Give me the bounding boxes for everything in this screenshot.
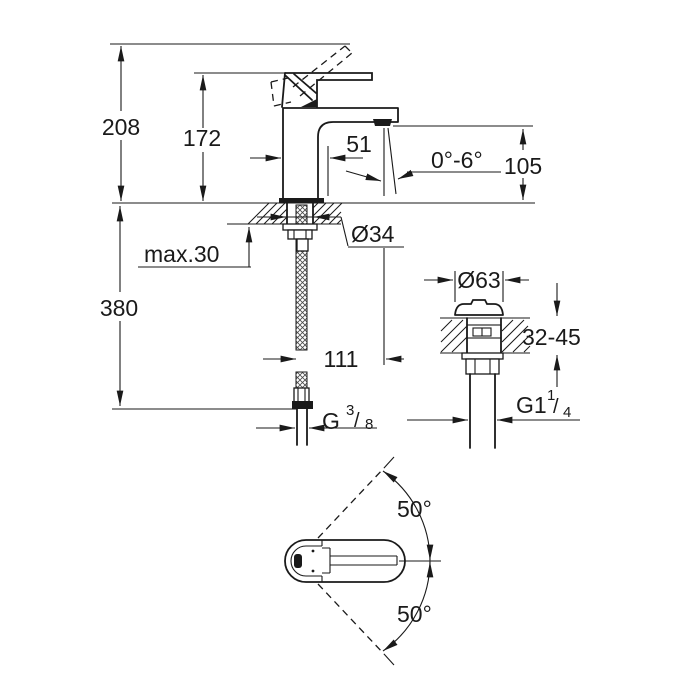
supply-hose-braided — [295, 204, 308, 351]
front-view-dimensions — [110, 43, 533, 432]
dim-swivel-down: 50° — [397, 601, 432, 627]
dim-max-mounting-thickness: max.30 — [144, 241, 219, 267]
waste-flange — [461, 352, 504, 360]
hose-nut — [292, 401, 313, 409]
water-stream — [383, 127, 397, 196]
waste-body-band — [466, 324, 502, 339]
top-view-outline — [284, 539, 406, 583]
handle-lever — [284, 72, 373, 108]
dim-hose-offset: 111 — [324, 346, 359, 372]
dim-handle-height: 172 — [183, 125, 221, 151]
top-view-dot-upper — [311, 549, 315, 553]
dim-spout-reach: 51 — [346, 131, 372, 157]
top-view-lever-slot — [322, 547, 398, 574]
supply-thread-label: G 3 / 8 — [322, 402, 373, 434]
waste-thread-numerator: 1 — [547, 387, 555, 404]
fixing-nut-facets — [293, 230, 307, 239]
waste-thread-label: G1 1 / 4 — [516, 387, 571, 421]
handle-raised-dashed — [292, 45, 353, 97]
faucet-top-view — [284, 456, 441, 666]
deck-hatching — [247, 202, 343, 225]
waste-valve-view — [407, 271, 580, 449]
mounting-shank — [286, 202, 314, 225]
waste-nut-facets — [474, 359, 491, 374]
hose-fitting-facets — [297, 388, 306, 402]
hose-fitting — [293, 387, 310, 403]
handle-neck — [281, 72, 317, 108]
swivel-angle-arcs — [382, 470, 434, 652]
dim-spout-angle: 0°-6° — [431, 147, 483, 173]
aerator — [373, 119, 392, 126]
waste-cap — [454, 299, 504, 316]
supply-thread-slash: / — [354, 410, 360, 432]
dim-hose-length: 380 — [100, 295, 138, 321]
supply-hose-end — [295, 371, 308, 389]
dim-deck-thickness-range: 32-45 — [522, 324, 581, 350]
dim-spout-height: 105 — [504, 153, 542, 179]
waste-thread-slash: / — [553, 396, 559, 418]
top-view-dot-lower — [311, 569, 315, 573]
waste-tailpipe — [469, 373, 496, 449]
top-view-body-inner — [290, 540, 323, 582]
waste-thread-prefix: G1 — [516, 392, 547, 418]
fixing-nut — [287, 229, 313, 240]
waste-nut — [465, 358, 500, 375]
fixing-washer — [282, 223, 318, 231]
handle-shadow — [301, 99, 317, 107]
faucet-base — [279, 198, 324, 203]
waste-dimensions — [407, 271, 580, 424]
fixing-stud — [296, 238, 309, 252]
faucet-front-view — [112, 45, 535, 446]
supply-thread-numerator: 3 — [346, 402, 354, 419]
swivel-position-dashed — [317, 467, 385, 655]
dim-swivel-up: 50° — [397, 496, 432, 522]
dim-hole-diameter: Ø34 — [351, 221, 395, 247]
faucet-body — [282, 107, 399, 199]
supply-thread-denominator: 8 — [365, 416, 373, 433]
top-view-outlet — [294, 554, 302, 568]
supply-thread-prefix: G — [322, 408, 340, 434]
dim-overall-height: 208 — [102, 114, 140, 140]
swivel-position-tips — [383, 456, 395, 666]
connection-pipe — [296, 408, 308, 446]
waste-deck-hatching — [440, 319, 531, 353]
waste-thread-denominator: 4 — [563, 404, 571, 421]
dim-waste-flange-diameter: Ø63 — [457, 267, 500, 293]
